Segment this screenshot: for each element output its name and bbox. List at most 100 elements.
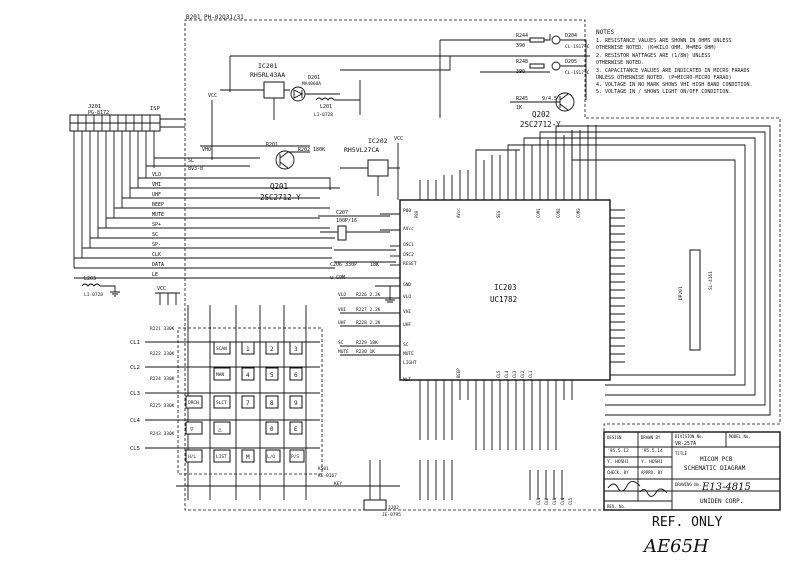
svg-text:UHF: UHF — [152, 192, 161, 198]
svg-text:CL4: CL4 — [504, 370, 509, 378]
svg-text:▽: ▽ — [190, 426, 194, 433]
l201-inductor: L201 LI-0728 — [314, 97, 360, 118]
svg-text:JE-0795: JE-0795 — [382, 512, 401, 518]
svg-text:4. VOLTAGE IN NO MARK SHOWS VH: 4. VOLTAGE IN NO MARK SHOWS VHI HIGH BAN… — [596, 82, 753, 88]
svg-text:LIST: LIST — [216, 454, 227, 460]
svg-text:AVcc: AVcc — [403, 226, 414, 232]
svg-text:VHI: VHI — [338, 307, 346, 313]
svg-text:'95.5.12: '95.5.12 — [607, 448, 629, 454]
key-e — [289, 421, 303, 435]
svg-text:IC201: IC201 — [258, 62, 278, 70]
notes-block: NOTES 1. RESISTANCE VALUES ARE SHOWN IN … — [596, 29, 753, 95]
svg-text:CL-1S17-C: CL-1S17-C — [565, 70, 590, 76]
svg-text:PG-8172: PG-8172 — [88, 110, 109, 116]
svg-text:CL3: CL3 — [130, 391, 140, 397]
svg-text:ISP: ISP — [150, 106, 161, 112]
j201-connector: J201 PG-8172 ISP — [69, 104, 185, 268]
svg-text:UC1782: UC1782 — [490, 295, 517, 304]
key-5 — [265, 367, 279, 381]
svg-text:COM3: COM3 — [576, 208, 581, 218]
svg-text:2: 2 — [270, 346, 274, 353]
svg-text:KS01: KS01 — [318, 466, 329, 472]
svg-text:D205: D205 — [565, 59, 577, 65]
svg-text:VLO: VLO — [338, 292, 346, 298]
svg-text:SL-4161: SL-4161 — [708, 271, 714, 290]
svg-text:CL2: CL2 — [130, 365, 140, 371]
svg-text:SCHEMATIC DIAGRAM: SCHEMATIC DIAGRAM — [684, 465, 746, 472]
svg-text:CL4: CL4 — [130, 418, 141, 424]
svg-text:AE65H: AE65H — [642, 536, 709, 557]
svg-text:J201: J201 — [88, 104, 101, 110]
svg-text:MA4060A: MA4060A — [302, 81, 321, 87]
key-lo — [265, 449, 281, 463]
ic201: IC201 RH5RL43AA — [220, 62, 290, 120]
svg-text:LI-0728: LI-0728 — [84, 292, 103, 298]
svg-text:BEEP: BEEP — [152, 202, 164, 208]
svg-text:SC: SC — [152, 232, 158, 238]
svg-text:1: 1 — [246, 346, 250, 353]
svg-text:DESIGN: DESIGN — [607, 435, 622, 440]
svg-text:6: 6 — [294, 372, 298, 379]
l203-inductor: L203 LI-0728 — [81, 276, 120, 298]
svg-text:DP201: DP201 — [678, 286, 684, 300]
svg-text:△: △ — [218, 426, 222, 433]
svg-text:D201: D201 — [308, 75, 320, 81]
key-7 — [241, 395, 255, 409]
svg-text:C207: C207 — [336, 210, 348, 216]
svg-text:SC: SC — [403, 342, 409, 348]
svg-text:CL3: CL3 — [552, 497, 557, 505]
svg-text:MICOM PCB: MICOM PCB — [700, 456, 733, 463]
svg-text:L201: L201 — [320, 104, 332, 110]
svg-text:SLCT: SLCT — [216, 400, 227, 406]
svg-text:9/4.5: 9/4.5 — [542, 96, 557, 102]
top-ref-label: B201 PH-02Q31/31 — [186, 14, 244, 21]
ic203-bottom-pins: BEEP CL5 CL4 CL3 CL2 CL1 — [419, 368, 573, 400]
svg-text:L203: L203 — [84, 276, 96, 282]
svg-text:R228 2.2K: R228 2.2K — [356, 320, 381, 326]
svg-text:R225 330K: R225 330K — [150, 403, 175, 409]
svg-text:VLO: VLO — [152, 172, 161, 178]
keypad-matrix: CL1 CL2 CL3 CL4 CL5 R221 330K R222 330K … — [130, 305, 400, 487]
key-m — [241, 449, 255, 463]
svg-text:R221 330K: R221 330K — [150, 326, 175, 332]
key-man — [213, 367, 231, 381]
svg-text:DRAWING No.: DRAWING No. — [675, 482, 702, 487]
svg-text:R202 180K: R202 180K — [298, 147, 325, 153]
svg-text:R201: R201 — [266, 142, 278, 148]
svg-text:VCC: VCC — [208, 93, 217, 99]
svg-text:LIGHT: LIGHT — [403, 360, 417, 366]
svg-text:DRCH: DRCH — [188, 400, 199, 406]
dashed-boundary — [184, 19, 781, 511]
svg-text:UNIDEN CORP.: UNIDEN CORP. — [700, 498, 743, 505]
output-resistors: R226 2.2K R227 2.2K R228 2.2K R229 18K R… — [338, 292, 400, 356]
d201-diode: D201 MA4060A — [290, 75, 340, 102]
svg-text:MAN: MAN — [216, 372, 224, 378]
key-slct — [213, 395, 231, 409]
key-2 — [265, 341, 279, 355]
svg-text:MUTE: MUTE — [338, 349, 349, 355]
svg-text:H/L: H/L — [188, 454, 196, 460]
oscillator-section: C207 100P/16 C206 330P 18K — [318, 210, 396, 268]
left-signal-bus: VHO SL 8V3-8 VLO VHI UHF BEEP MUTE SP+ S… — [74, 145, 400, 281]
svg-text:UHF: UHF — [338, 320, 346, 326]
bottom-stubs: J202 JE-0795 — [187, 460, 401, 518]
svg-text:CL1: CL1 — [536, 497, 541, 505]
vcc-taps: VCC VCC VCC — [155, 93, 403, 305]
svg-text:VR-257A: VR-257A — [675, 441, 696, 447]
svg-text:2SC2712-Y: 2SC2712-Y — [520, 120, 561, 129]
svg-text:R229 18K: R229 18K — [356, 340, 378, 346]
key-drch — [185, 395, 203, 409]
svg-text:R243 330K: R243 330K — [150, 431, 175, 437]
svg-text:SP-: SP- — [152, 242, 161, 248]
svg-text:4: 4 — [246, 372, 250, 379]
reference-stamp: REF. ONLY AE65H — [642, 515, 723, 557]
svg-text:MODEL No.: MODEL No. — [729, 434, 751, 439]
svg-text:390: 390 — [516, 43, 525, 49]
svg-text:5: 5 — [270, 372, 274, 379]
title-block: DESIGN '95.5.12 Y. HOSHI DRAWN BY '95.5.… — [603, 431, 781, 511]
svg-text:8V3-8: 8V3-8 — [188, 166, 203, 172]
svg-text:8: 8 — [270, 400, 274, 407]
svg-text:NOTES: NOTES — [596, 29, 614, 36]
svg-text:2SC2712-Y: 2SC2712-Y — [260, 193, 301, 202]
ic203-top-pins: P80 AVcc SEG COM1 COM2 COM3 — [414, 125, 771, 416]
